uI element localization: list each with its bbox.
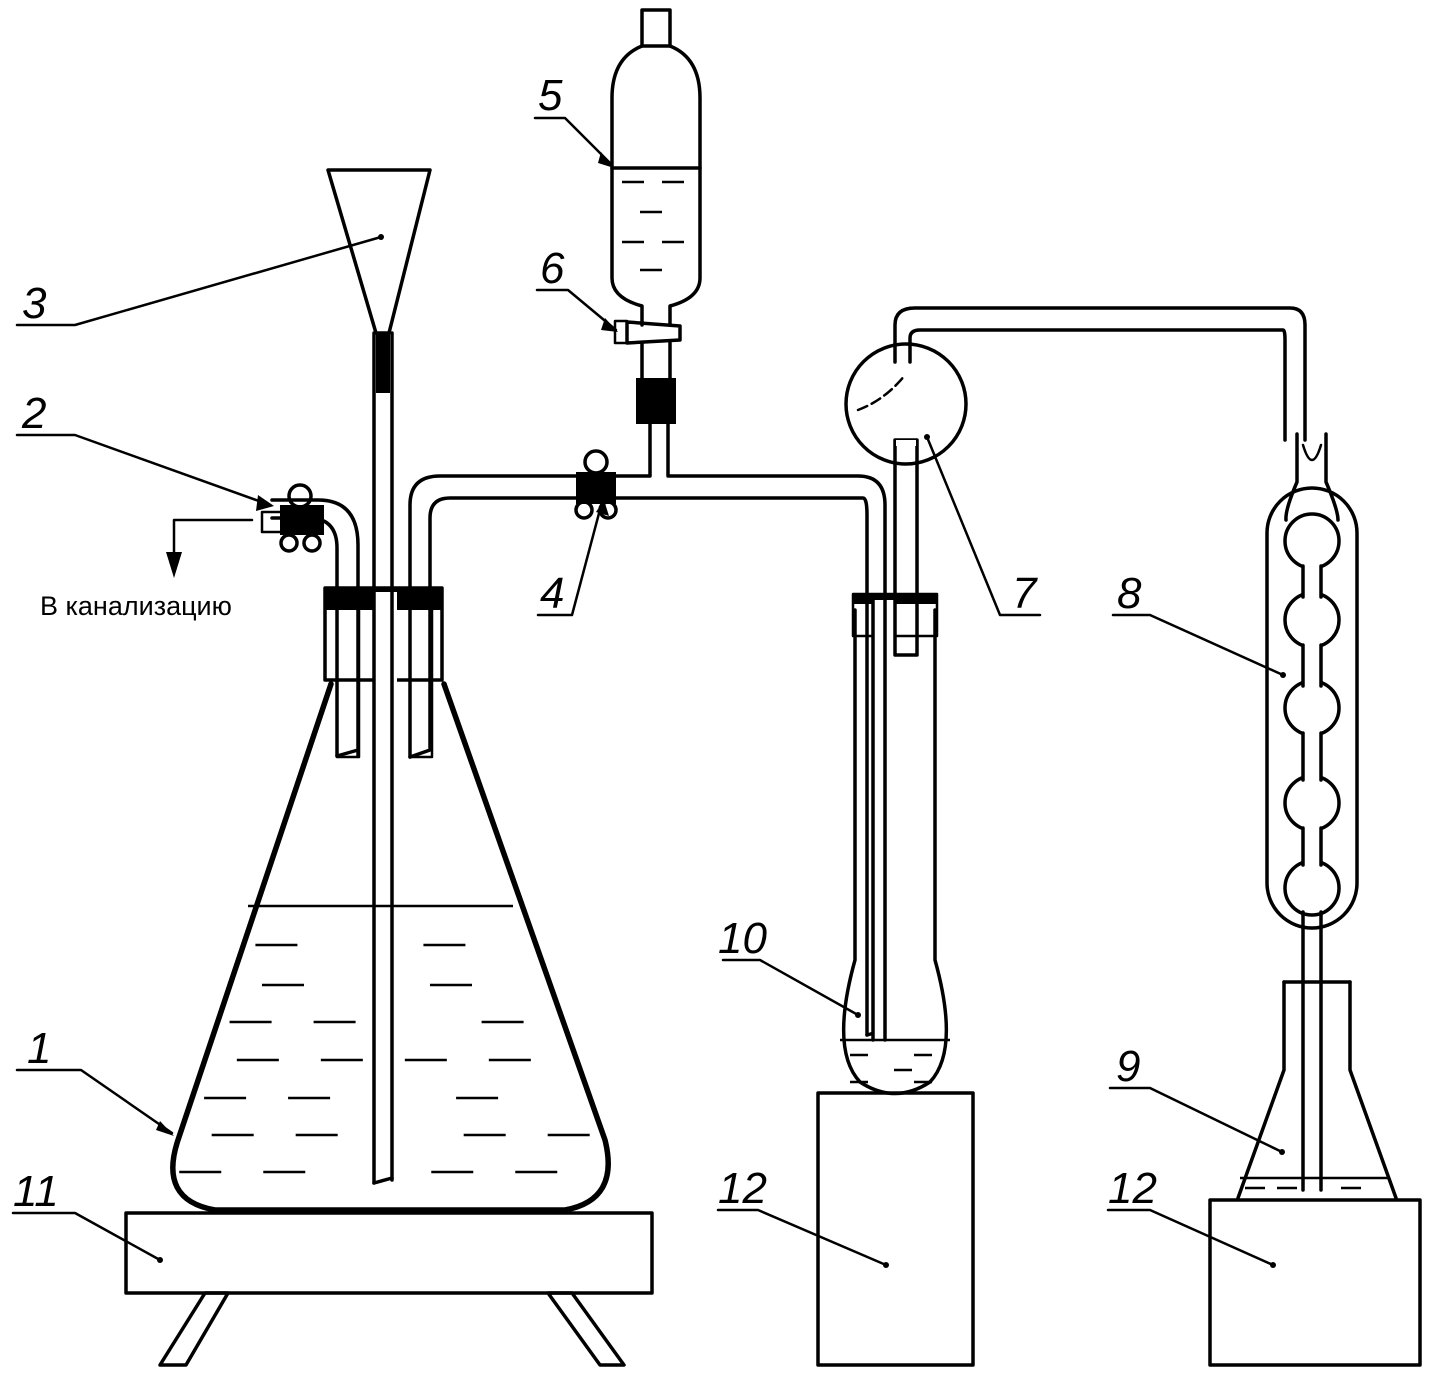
leader-arrowheads bbox=[156, 152, 618, 1136]
rubber-stopper-flask-1 bbox=[323, 586, 444, 759]
label-2: 2 bbox=[21, 389, 46, 438]
label-7: 7 bbox=[1012, 569, 1038, 618]
label-3: 3 bbox=[22, 279, 47, 328]
label-12-left: 12 bbox=[718, 1164, 767, 1213]
drain-tube bbox=[270, 498, 360, 758]
label-4: 4 bbox=[540, 569, 564, 618]
pinch-clamp-2 bbox=[260, 483, 324, 553]
stand-11 bbox=[124, 1211, 654, 1367]
liquid-level-funnel-5 bbox=[622, 180, 684, 272]
label-9: 9 bbox=[1116, 1042, 1140, 1091]
condenser-8 bbox=[1265, 432, 1359, 1192]
label-12-right: 12 bbox=[1108, 1164, 1157, 1213]
label-10: 10 bbox=[718, 914, 767, 963]
leader-dots bbox=[157, 234, 1286, 1268]
leader-lines bbox=[11, 116, 1285, 1267]
drain-caption: В канализацию bbox=[40, 591, 232, 621]
label-1: 1 bbox=[27, 1024, 51, 1073]
receiver-flask-9 bbox=[1236, 980, 1398, 1200]
block-12-right bbox=[1208, 1198, 1422, 1367]
label-11: 11 bbox=[13, 1167, 59, 1216]
label-6: 6 bbox=[540, 244, 565, 293]
dropping-funnel-5 bbox=[610, 8, 702, 327]
pinch-clamp-4 bbox=[574, 449, 618, 520]
label-8: 8 bbox=[1117, 569, 1142, 618]
funnel-3 bbox=[326, 168, 432, 1185]
liquid-level-tube-10 bbox=[850, 1053, 932, 1084]
drain-arrow-icon bbox=[166, 518, 254, 578]
gas-line-tube bbox=[408, 418, 887, 1037]
label-5: 5 bbox=[538, 71, 563, 120]
block-12-left bbox=[816, 1091, 975, 1367]
conical-flask-1 bbox=[170, 681, 611, 1213]
stopcock-6 bbox=[613, 319, 682, 424]
liquid-level-flask-1 bbox=[179, 943, 590, 1174]
round-flask-7 bbox=[844, 306, 1307, 657]
test-tube-10 bbox=[840, 592, 950, 1096]
